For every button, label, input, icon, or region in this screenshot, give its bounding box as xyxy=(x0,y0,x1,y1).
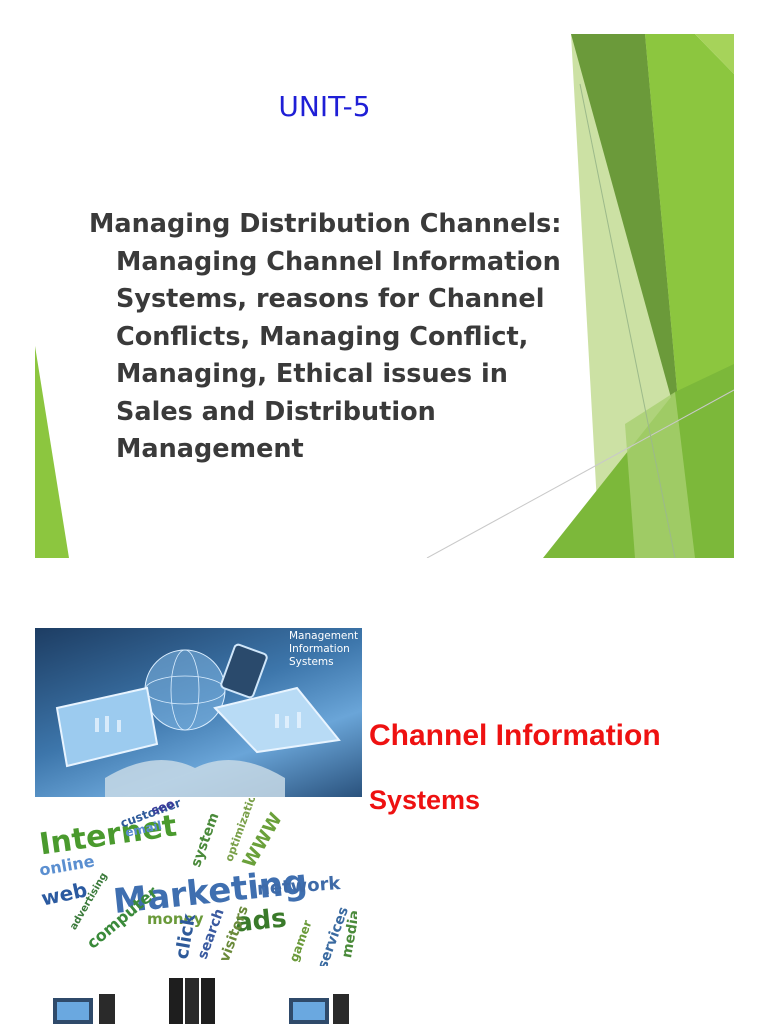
bottom-mid-shape xyxy=(625,392,695,558)
mis-illustration-image: Management Information Systems xyxy=(35,628,362,797)
body-line: Conflicts, Managing Conflict, xyxy=(116,321,529,352)
body-line: Systems, reasons for Channel xyxy=(116,284,545,314)
section-heading-line1: Channel Information xyxy=(369,719,661,752)
people-silhouettes xyxy=(95,712,301,732)
tower-icon xyxy=(333,994,349,1024)
network-diagram-image xyxy=(35,972,357,1024)
section-heading-line2: Systems xyxy=(369,785,481,815)
server-icon xyxy=(185,978,199,1024)
body-line: Managing, Ethical issues in xyxy=(116,359,508,389)
hands-icon xyxy=(105,760,285,797)
server-icon xyxy=(169,978,183,1024)
unit-title: UNIT-5 xyxy=(278,90,371,123)
mis-image-caption: Management Information Systems xyxy=(289,630,359,668)
slide-body-text: Managing Distribution Channels: Managing… xyxy=(89,206,579,469)
title-slide: UNIT-5 Managing Distribution Channels: M… xyxy=(35,34,734,558)
phone-icon xyxy=(220,643,268,699)
left-green-triangle xyxy=(35,346,69,558)
thin-vertical-line xyxy=(579,83,676,558)
server-icon xyxy=(201,978,215,1024)
right-top-sliver xyxy=(695,34,734,74)
marketing-word-cloud-image: Internet Marketing ads network online we… xyxy=(35,798,357,966)
word-network: network xyxy=(256,873,342,900)
thin-diagonal-line xyxy=(426,389,734,558)
body-line: Management xyxy=(116,434,304,464)
globe-icon xyxy=(145,650,225,730)
network-computers-graphic xyxy=(53,978,349,1024)
tower-icon xyxy=(99,994,115,1024)
word-system: system xyxy=(188,810,223,870)
word-money: money xyxy=(147,910,204,928)
hands-globe-devices-graphic xyxy=(55,643,341,797)
green-geometric-decoration xyxy=(35,34,734,558)
word-gamer: gamer xyxy=(286,918,315,964)
body-line: Sales and Distribution xyxy=(116,396,436,427)
right-dark-triangle xyxy=(571,34,681,434)
body-line: Managing Channel Information xyxy=(116,246,561,277)
lead-line: Managing Distribution Channels: xyxy=(89,209,562,239)
